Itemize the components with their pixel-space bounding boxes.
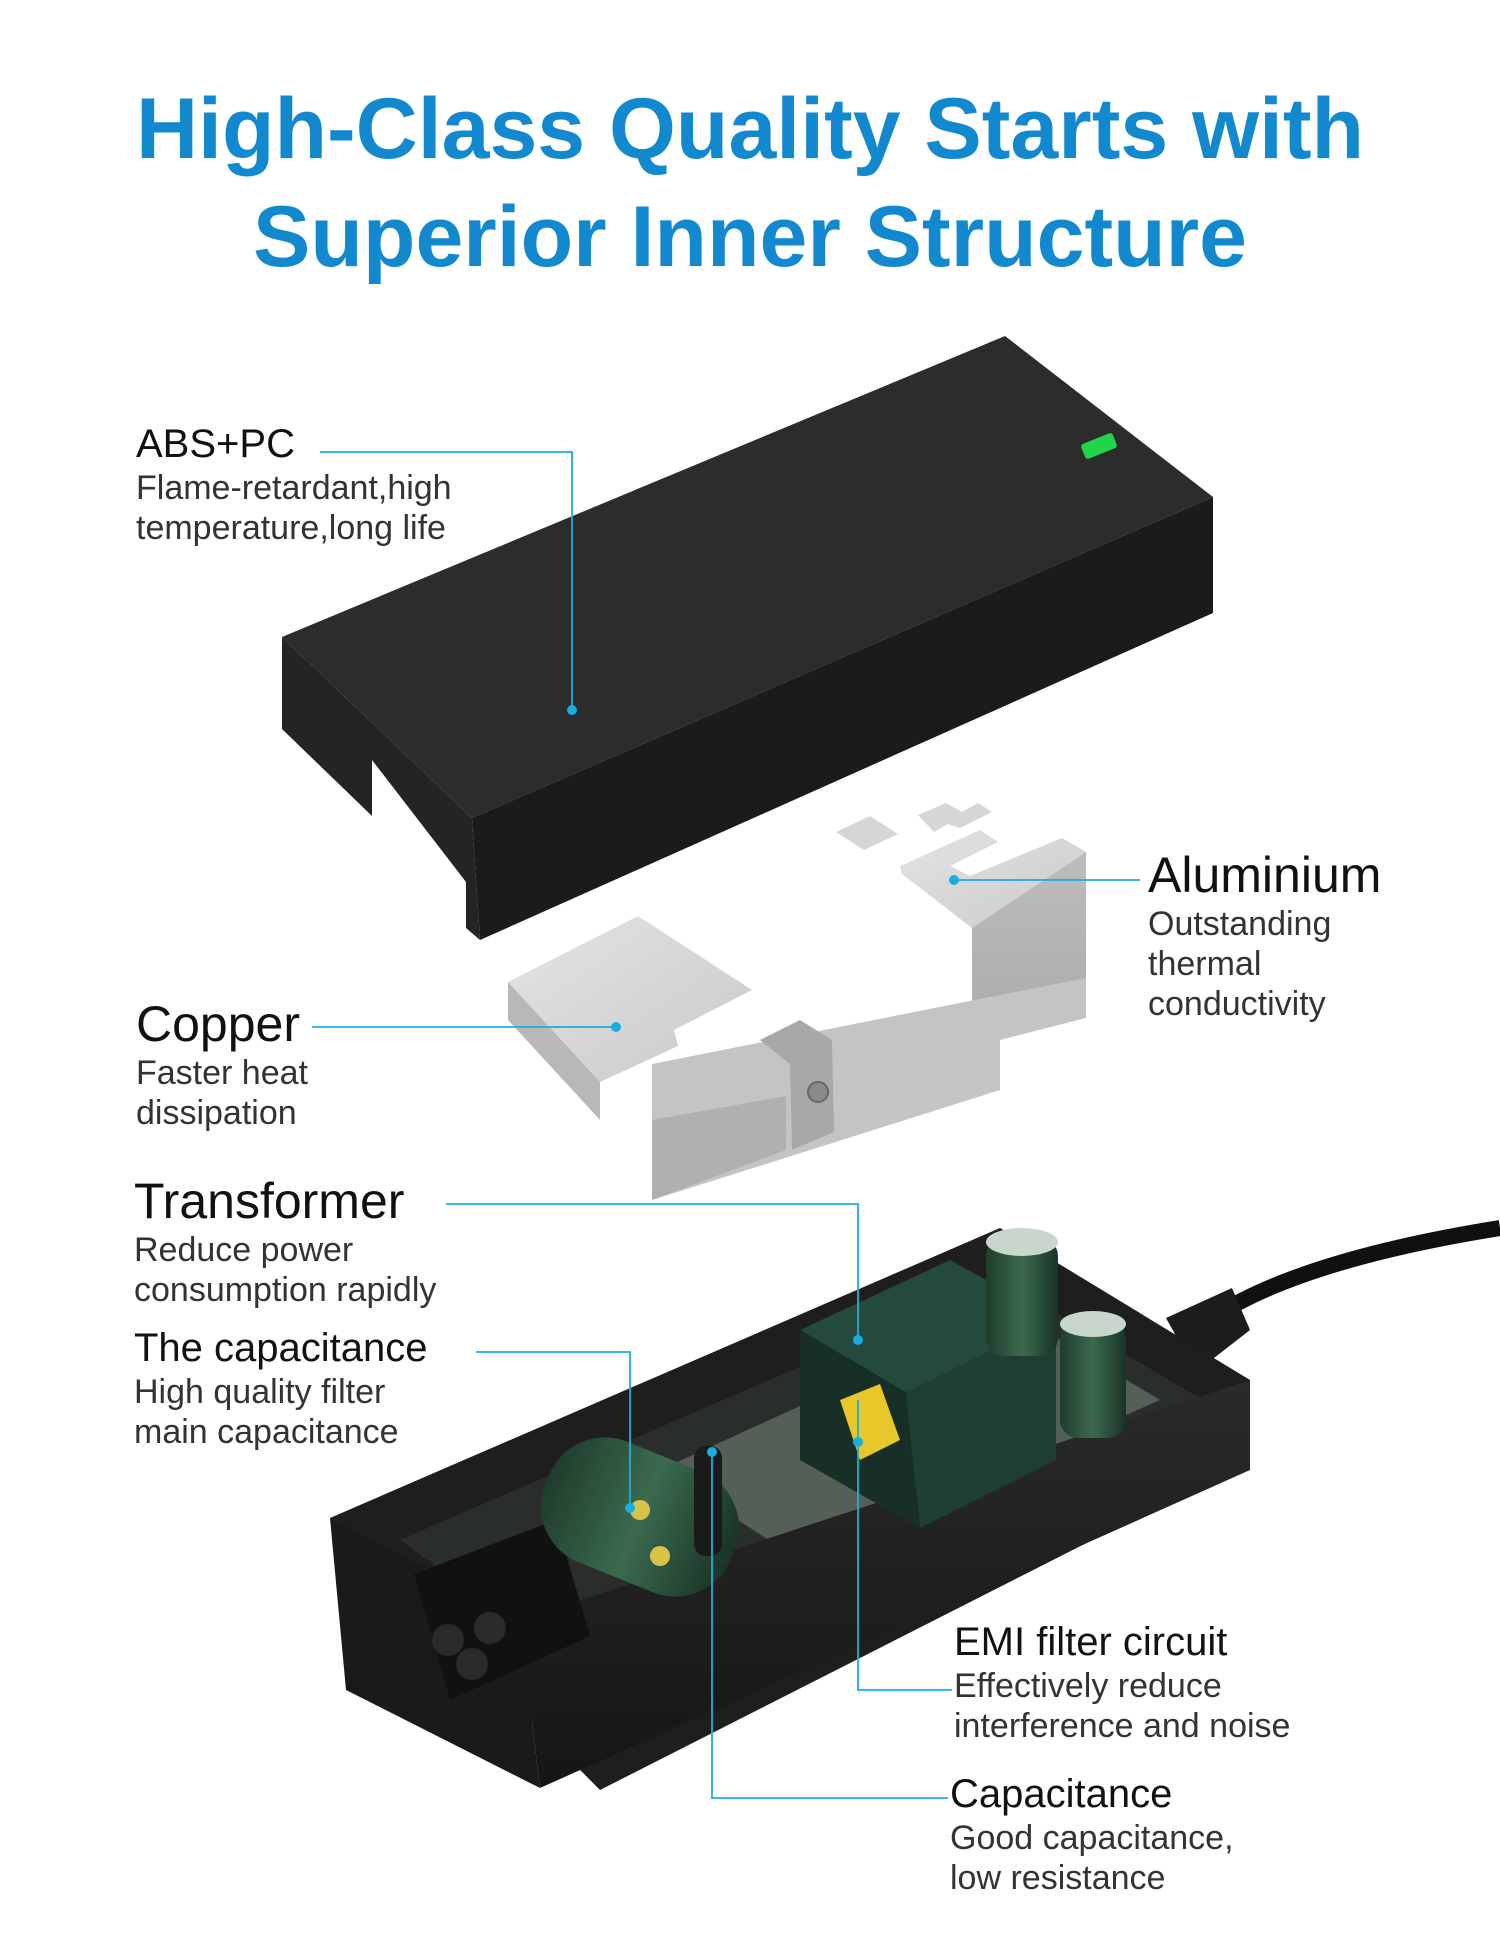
screw [807,1081,829,1103]
the-capacitance-title: The capacitance [134,1326,428,1370]
callout-dots [567,705,959,1513]
aluminium-desc-2: thermal [1148,945,1262,983]
transformer [800,1260,1056,1528]
the-capacitance-desc-1: High quality filter [134,1373,386,1411]
bottom-case [330,1220,1500,1790]
rear-capacitors [986,1228,1126,1438]
label-capacitance: Capacitance Good capacitance, low resist… [950,1770,1234,1898]
callout-lines [312,451,1140,1799]
top-cover-shell [282,336,1213,940]
aluminium-desc-3: conductivity [1148,985,1326,1023]
ac-inlet [414,1520,590,1700]
emi-filter-desc-1: Effectively reduce [954,1667,1222,1705]
abs-pc-title: ABS+PC [136,422,295,466]
capacitance-desc-1: Good capacitance, [950,1819,1234,1857]
headline-line-2: Superior Inner Structure [253,189,1247,285]
copper-desc-2: dissipation [136,1094,297,1132]
label-abs-pc: ABS+PC Flame-retardant,high temperature,… [136,420,452,548]
main-capacitor [541,1437,739,1597]
transformer-desc-2: consumption rapidly [134,1271,437,1309]
capacitance-desc-2: low resistance [950,1859,1166,1897]
power-cable [1207,1220,1500,1325]
label-transformer: Transformer Reduce power consumption rap… [134,1172,436,1310]
abs-pc-desc-2: temperature,long life [136,509,446,547]
the-capacitance-desc-2: main capacitance [134,1413,399,1451]
heatsink-plate [508,803,1086,1200]
copper-title: Copper [136,996,300,1052]
label-the-capacitance: The capacitance High quality filter main… [134,1324,428,1452]
aluminium-desc-1: Outstanding [1148,905,1332,943]
headline-line-1: High-Class Quality Starts with [135,81,1365,177]
emi-filter-title: EMI filter circuit [954,1620,1228,1664]
transformer-desc-1: Reduce power [134,1231,354,1269]
transformer-title: Transformer [134,1173,405,1229]
label-emi-filter: EMI filter circuit Effectively reduce in… [954,1618,1290,1746]
small-capacitor [694,1446,722,1556]
abs-pc-desc-1: Flame-retardant,high [136,469,452,507]
emi-filter-desc-2: interference and noise [954,1707,1291,1745]
label-aluminium: Aluminium Outstanding thermal conductivi… [1148,846,1381,1024]
copper-desc-1: Faster heat [136,1054,308,1092]
aluminium-title: Aluminium [1148,847,1382,903]
led-indicator [1081,433,1117,459]
capacitance-title: Capacitance [950,1772,1173,1816]
label-copper: Copper Faster heat dissipation [136,995,308,1133]
